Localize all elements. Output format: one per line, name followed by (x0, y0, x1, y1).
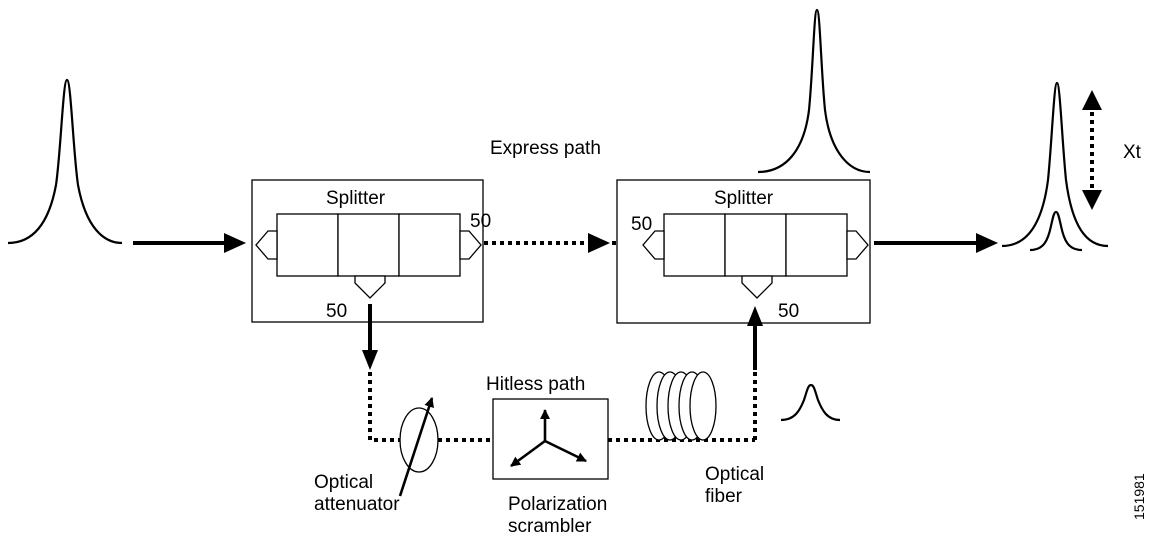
polarization-scrambler-label-line1: Polarization (508, 494, 607, 515)
splitter-right-output-port (846, 230, 869, 260)
hitless-path-line (368, 372, 493, 442)
hitless-pulse (780, 383, 841, 422)
splitter-right-port-label-left: 50 (631, 214, 652, 235)
optical-fiber-label-line1: Optical (705, 464, 764, 485)
input-arrow (133, 233, 246, 253)
polarization-scrambler-label-line2: scrambler (508, 516, 592, 537)
splitter-left-port-label-right: 50 (470, 211, 491, 232)
splitter-left-port-label-bottom: 50 (326, 301, 347, 322)
splitter-left-express-port (459, 230, 482, 260)
express-path-label: Express path (490, 138, 601, 159)
hitless-down-arrow (362, 304, 378, 370)
splitter-left-input-port (255, 230, 278, 260)
output-crosstalk-pulse (1029, 210, 1083, 252)
hitless-path-label: Hitless path (486, 374, 585, 395)
optical-attenuator (398, 397, 439, 497)
optical-fiber-coil (645, 371, 717, 441)
polarization-scrambler (492, 398, 609, 480)
output-arrow (874, 233, 998, 253)
hitless-up-arrow (747, 306, 763, 370)
figure-number: 151981 (1131, 473, 1147, 520)
crosstalk-arrow (1082, 90, 1102, 210)
crosstalk-label: Xt (1123, 142, 1142, 163)
output-pulse-main (1001, 81, 1109, 248)
express-pulse (757, 8, 871, 174)
splitter-left-title: Splitter (326, 188, 386, 209)
optical-fiber-label-line2: fiber (705, 486, 743, 507)
splitter-left-drop-port (354, 275, 386, 299)
splitter-right-title: Splitter (714, 188, 774, 209)
splitter-left (251, 179, 484, 323)
splitter-right-add-port (741, 275, 773, 299)
splitter-right-input-port (642, 230, 665, 260)
optical-attenuator-label-line2: attenuator (314, 494, 400, 515)
splitter-right (616, 179, 871, 324)
input-pulse (7, 78, 123, 245)
optical-attenuator-label-line1: Optical (314, 472, 373, 493)
splitter-right-port-label-bottom: 50 (778, 301, 799, 322)
